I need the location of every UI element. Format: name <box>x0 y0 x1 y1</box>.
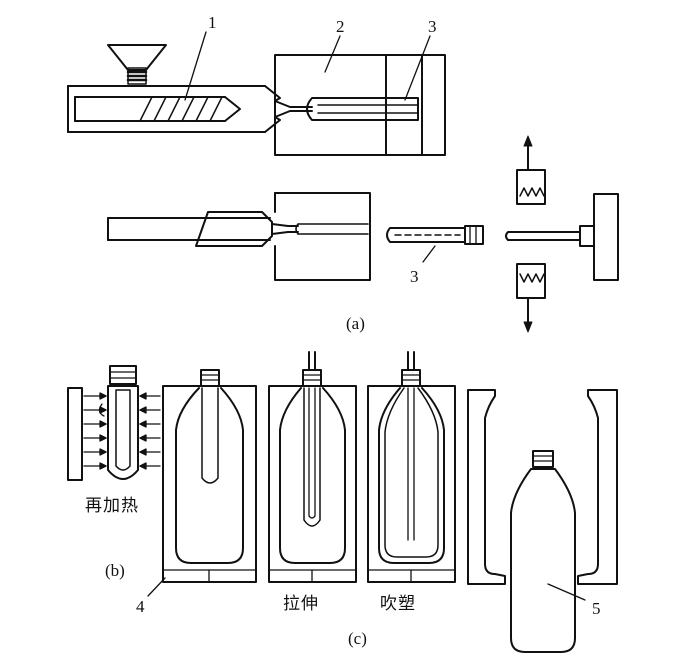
blow-mold-2-stretch <box>268 351 357 583</box>
conditioning-clamp-bottom <box>516 263 546 333</box>
finished-bottle <box>510 450 576 653</box>
callout-4: 4 <box>136 597 145 616</box>
leader-line-bottle <box>547 583 586 601</box>
preform-mold-open <box>274 192 371 281</box>
hopper <box>107 44 167 85</box>
callout-3-top: 3 <box>428 17 437 36</box>
heat-flow-mark <box>98 403 105 417</box>
callout-1: 1 <box>208 13 217 32</box>
ejected-preform <box>386 225 484 245</box>
open-mold-left-half <box>467 389 506 585</box>
caption-a: (a) <box>346 314 365 333</box>
callout-2: 2 <box>336 17 345 36</box>
leader-lines-top <box>184 31 431 101</box>
blow-mold-3-blow <box>367 351 456 583</box>
leader-line-preform <box>422 245 436 263</box>
callout-5: 5 <box>592 599 601 618</box>
caption-c: (c) <box>348 629 367 648</box>
label-reheat: 再加热 <box>85 496 139 516</box>
label-blow: 吹塑 <box>380 594 416 614</box>
preform-reheat <box>107 365 139 480</box>
blow-mold-1 <box>162 369 257 583</box>
caption-b: (b) <box>105 561 125 580</box>
screw-flights <box>139 96 223 122</box>
label-stretch: 拉伸 <box>283 594 319 614</box>
open-mold-right-half <box>577 389 618 585</box>
core-rod-holder <box>505 193 619 281</box>
preform-mold-top <box>274 54 446 156</box>
conditioning-clamp-top <box>516 135 546 205</box>
heater-panel <box>67 387 83 481</box>
heat-arrows-right <box>139 392 161 470</box>
heat-arrows-left <box>83 392 107 470</box>
callout-3-preform: 3 <box>410 267 419 286</box>
leader-line-mold <box>147 577 166 597</box>
injection-nozzle <box>274 100 313 118</box>
injection-barrel <box>67 85 281 133</box>
injection-unit-retracted <box>107 211 299 247</box>
